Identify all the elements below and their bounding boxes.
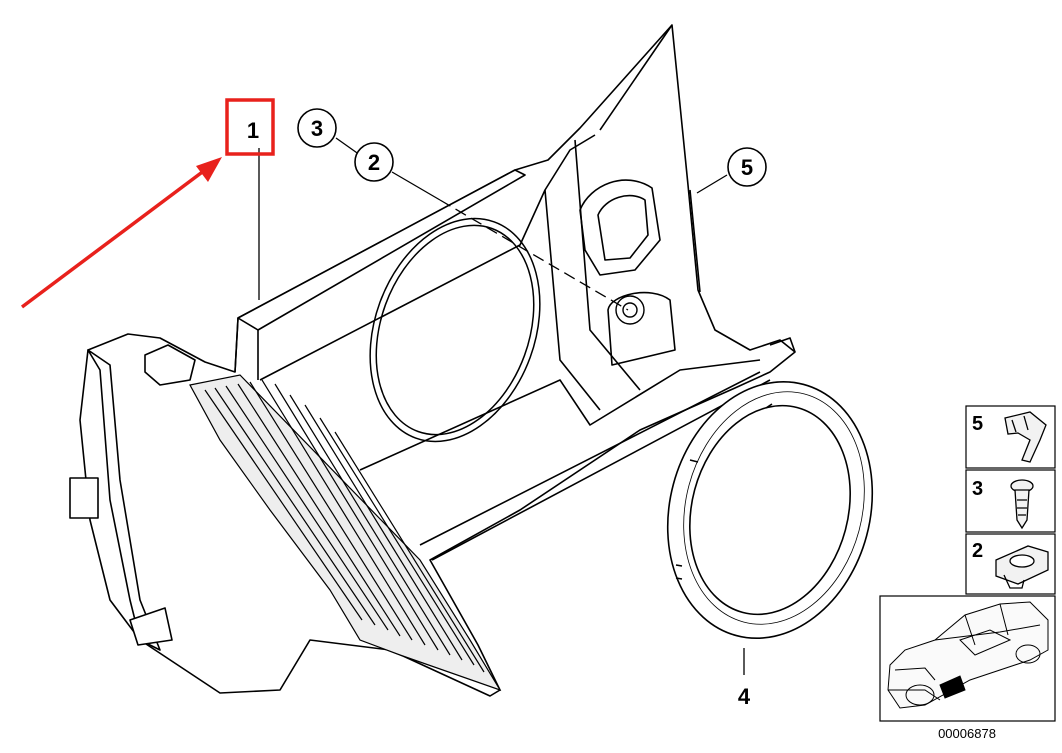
speaker-ring-panel: [369, 217, 541, 443]
callout-2-label: 2: [368, 150, 380, 175]
legend-item-3-number: 3: [972, 478, 983, 500]
callout-4: 4: [738, 684, 751, 709]
highlight-annotation: [20, 98, 275, 309]
highlight-box: [225, 98, 275, 156]
callout-5-label: 5: [741, 155, 753, 180]
clip-icon: [1004, 411, 1047, 463]
leader-lines: [258, 137, 745, 675]
legend-item-2-number: 2: [972, 540, 983, 562]
grommet-clip-icon: [995, 545, 1049, 589]
diagram-id: 00006878: [938, 726, 996, 741]
callout-5: 5: [727, 147, 767, 187]
legend: 5 3 2: [879, 405, 1056, 722]
callout-1: 1: [247, 118, 259, 143]
legend-item-5-number: 5: [972, 413, 983, 435]
car-location-icon: [887, 601, 1049, 709]
car-location-thumbnail: [879, 595, 1056, 722]
trim-panel-drawing: [69, 24, 796, 697]
legend-item-2: 2: [965, 533, 1056, 595]
callout-2: 2: [354, 142, 394, 182]
ribbed-grille: [189, 374, 502, 692]
legend-item-5: 5: [965, 405, 1056, 469]
fastener-on-panel: [615, 295, 645, 325]
callout-4-label: 4: [738, 684, 751, 709]
callout-3-label: 3: [311, 116, 323, 141]
plastic-rivet-icon: [1010, 479, 1034, 530]
legend-item-3: 3: [965, 469, 1056, 533]
red-arrowhead-icon: [196, 157, 222, 182]
callout-3: 3: [297, 108, 337, 148]
callout-1-label: 1: [247, 118, 259, 143]
red-arrow-icon: [20, 168, 207, 309]
speaker-ring-part: [666, 380, 874, 640]
